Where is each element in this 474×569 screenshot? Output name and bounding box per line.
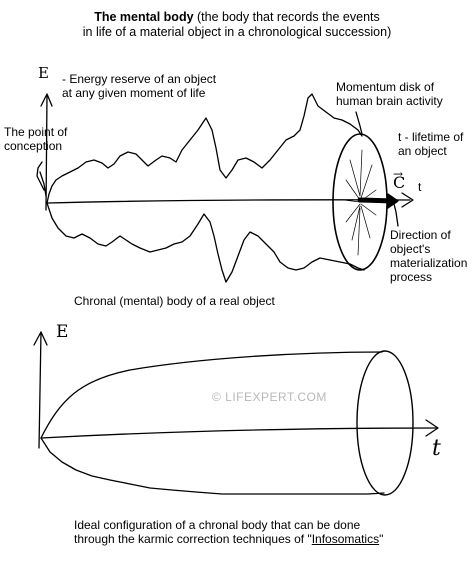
conception-line1: The point of	[4, 125, 68, 139]
bottom-end-ellipse	[356, 350, 414, 496]
top-t-axis	[46, 199, 411, 204]
top-t-axis-label: t	[418, 180, 422, 194]
momentum-pointer	[355, 111, 363, 135]
direction-pointer	[393, 203, 399, 227]
momentum-line1: Momentum disk of	[336, 80, 435, 94]
energy-label-line1: - Energy reserve of an object	[62, 72, 217, 86]
direction-label: Direction of object's materialization pr…	[390, 228, 467, 284]
top-conception-arrow	[39, 171, 47, 197]
infosomatics-link[interactable]: Infosomatics	[311, 532, 380, 546]
lifetime-label: t - lifetime of an object	[398, 130, 463, 158]
title-line2: in life of a material object in a chrono…	[82, 25, 392, 39]
bottom-e-axis-label: E	[56, 322, 69, 342]
energy-label-line2: at any given moment of life	[62, 86, 206, 100]
direction-line2: object's	[390, 242, 431, 256]
title-bold: The mental body	[94, 10, 194, 24]
momentum-disk-hatch	[343, 149, 377, 256]
bottom-e-axis	[38, 331, 42, 449]
c-vector-arrowhead	[387, 193, 399, 209]
top-upper-envelope	[46, 93, 363, 204]
lifetime-line1: t - lifetime of	[398, 130, 464, 144]
direction-line1: Direction of	[390, 228, 451, 242]
top-t-axis-arrow	[401, 192, 414, 208]
top-lower-envelope	[46, 202, 365, 283]
title-rest: (the body that records the events	[193, 10, 380, 24]
momentum-disk-label: Momentum disk of human brain activity	[336, 80, 443, 108]
bottom-upper-curve	[40, 351, 383, 439]
lifetime-line2: an object	[398, 144, 447, 158]
bottom-e-axis-arrow	[33, 331, 48, 346]
top-diagram-caption: Chronal (mental) body of a real object	[74, 294, 275, 308]
top-e-axis-label: E	[38, 64, 49, 82]
bottom-caption-line2-suffix: "	[379, 532, 384, 546]
watermark: © LIFEXPERT.COM	[212, 390, 327, 404]
bottom-caption-line2-prefix: through the karmic correction techniques…	[74, 532, 312, 546]
bottom-caption-line1: Ideal configuration of a chronal body th…	[74, 518, 361, 532]
bottom-t-axis	[40, 427, 437, 439]
top-conception-wiggle	[36, 161, 45, 191]
c-vector-label: → C	[393, 167, 406, 192]
c-vector-text: C	[393, 173, 406, 192]
bottom-lower-curve	[40, 437, 385, 495]
momentum-line2: human brain activity	[336, 94, 443, 108]
energy-reserve-label: - Energy reserve of an object at any giv…	[62, 72, 216, 100]
direction-line4: process	[390, 270, 433, 284]
conception-label: The point of conception	[4, 125, 67, 153]
diagram-title: The mental body (the body that records t…	[0, 10, 474, 40]
bottom-t-axis-label: t	[432, 436, 441, 461]
top-e-axis-arrow	[40, 93, 53, 107]
conception-line2: conception	[4, 139, 63, 153]
direction-line3: materialization	[390, 256, 468, 270]
top-e-axis	[45, 94, 48, 211]
bottom-t-axis-arrow	[425, 419, 439, 437]
bottom-diagram-caption: Ideal configuration of a chronal body th…	[74, 518, 383, 546]
